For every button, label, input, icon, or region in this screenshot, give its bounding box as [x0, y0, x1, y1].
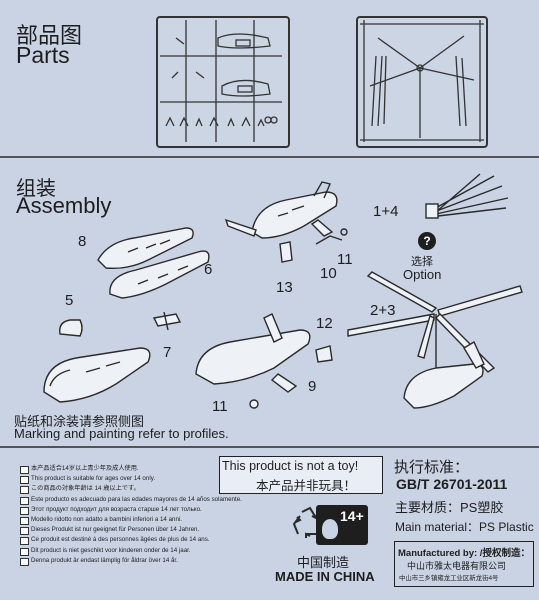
- age-warning-text: Этот продукт подходит для возраста старш…: [31, 505, 202, 513]
- language-flag-icon: [20, 527, 29, 536]
- label-step-2-3: 2+3: [370, 302, 396, 319]
- material-cn: 主要材质：PS塑胶: [395, 500, 504, 515]
- age-warning-line: Этот продукт подходит для возраста старш…: [20, 505, 216, 515]
- language-flag-icon: [20, 496, 29, 505]
- assembly-title-cn: 组装: [16, 178, 56, 200]
- helicopter-front-assembly-drawing: [43, 347, 151, 403]
- age-warning-line: 本产品适合14岁以上青少年及成人使用.: [20, 464, 216, 474]
- age-warning-text: Ce produit est destiné à des personnes â…: [31, 536, 210, 544]
- age-badge-text: 14+: [340, 508, 364, 524]
- part-5-canopy-drawing: [59, 319, 83, 337]
- part-12-drawing: [315, 345, 333, 363]
- part-13-drawing: [279, 241, 293, 263]
- label-part-12: 12: [316, 315, 333, 332]
- age-restriction-badge: 14+: [316, 505, 368, 545]
- main-rotor-drawing: [347, 271, 523, 409]
- made-in-china-en: MADE IN CHINA: [275, 569, 375, 584]
- age-warning-text: Dit product is niet geschikt voor kinder…: [31, 546, 191, 554]
- manufacturer-box: Manufactured by: /授权制造： 中山市雅太电器有限公司 中山市三…: [394, 541, 534, 587]
- age-warning-list: 本产品适合14岁以上青少年及成人使用. This product is suita…: [20, 464, 242, 566]
- language-flag-icon: [20, 517, 29, 526]
- standard-code: GB/T 26701-2011: [396, 476, 508, 492]
- part-10-drawing: [315, 228, 348, 245]
- manufacturer-address: 中山市三乡镇雍龙工业区新龙街4号: [399, 575, 499, 582]
- label-part-5: 5: [65, 292, 74, 309]
- age-warning-text: この商品の対象年齢は 14 歳以上です。: [31, 485, 140, 493]
- age-warning-text: Denna produkt är endast lämplig för åldr…: [31, 556, 178, 564]
- not-a-toy-en: This product is not a toy!: [222, 459, 359, 473]
- age-warning-line: Dit product is niet geschikt voor kinder…: [20, 546, 216, 556]
- age-warning-text: Modello ridotto non adatto a bambini inf…: [31, 516, 183, 524]
- part-11-bottom-drawing: [249, 399, 259, 409]
- parts-title-cn: 部品图: [16, 23, 83, 48]
- option-help-icon: ?: [418, 232, 436, 250]
- child-face-icon: [322, 519, 338, 539]
- label-part-9: 9: [308, 378, 317, 395]
- section-divider-bottom: [0, 446, 539, 448]
- age-warning-line: Denna produkt är endast lämplig för åldr…: [20, 556, 216, 566]
- age-warning-text: Este producto es adecuado para las edade…: [31, 495, 242, 503]
- not-a-toy-cn: 本产品并非玩具！: [256, 479, 357, 493]
- label-part-11-top: 11: [337, 251, 353, 268]
- language-flag-icon: [20, 506, 29, 515]
- language-flag-icon: [20, 547, 29, 556]
- label-part-7: 7: [163, 344, 172, 361]
- assembly-title-en: Assembly: [16, 193, 112, 218]
- made-in-china-cn: 中国制造: [297, 555, 350, 570]
- label-part-8: 8: [78, 233, 87, 250]
- age-warning-text: Dieses Produkt ist nur geeignet für Pers…: [31, 526, 200, 534]
- option-label-cn: 选择: [411, 256, 433, 268]
- marking-note-en: Marking and painting refer to profiles.: [14, 426, 229, 441]
- parts-title-en: Parts: [16, 42, 70, 68]
- age-warning-line: Dieses Produkt ist nur geeignet für Pers…: [20, 525, 216, 536]
- manufacturer-label: Manufactured by: /授权制造：: [398, 548, 530, 559]
- fuselage-halves-drawing: [97, 227, 210, 299]
- standard-label-cn: 执行标准：: [394, 459, 470, 476]
- marking-note-cn: 贴纸和涂装请参照侧图: [14, 414, 145, 429]
- section-divider-top: [0, 156, 539, 158]
- option-label-en: Option: [403, 267, 442, 282]
- label-step-1-4: 1+4: [373, 203, 399, 220]
- age-warning-line: Ce produit est destiné à des personnes â…: [20, 535, 216, 546]
- tail-rotor-option-drawing: [425, 173, 509, 219]
- label-part-13: 13: [276, 279, 293, 296]
- sprue-left-parts-drawing: [160, 20, 282, 142]
- age-warning-text: This product is suitable for ages over 1…: [31, 475, 156, 483]
- language-flag-icon: [20, 476, 29, 485]
- fuselage-assembled-drawing: [224, 181, 338, 239]
- label-part-6: 6: [204, 261, 213, 278]
- label-part-11-bottom: 11: [212, 398, 228, 415]
- language-flag-icon: [20, 557, 29, 566]
- age-warning-line: Modello ridotto non adatto a bambini inf…: [20, 515, 216, 526]
- manufacturer-name: 中山市雅太电器有限公司: [407, 561, 507, 571]
- age-warning-line: Este producto es adecuado para las edade…: [20, 495, 242, 505]
- helicopter-gear-assembly-drawing: [195, 313, 311, 393]
- age-warning-line: この商品の対象年齢は 14 歳以上です。: [20, 484, 216, 495]
- language-flag-icon: [20, 486, 29, 495]
- language-flag-icon: [20, 537, 29, 546]
- label-part-10: 10: [320, 265, 337, 282]
- age-warning-line: This product is suitable for ages over 1…: [20, 474, 216, 485]
- age-warning-text: 本产品适合14岁以上青少年及成人使用.: [31, 465, 139, 472]
- sprue-right-rotor-drawing: [360, 20, 484, 142]
- part-7-drawing: [152, 311, 182, 331]
- not-a-toy-notice: This product is not a toy! 本产品并非玩具！: [219, 456, 383, 494]
- material-en: Main material：PS Plastic: [395, 520, 534, 534]
- language-flag-icon: [20, 466, 29, 474]
